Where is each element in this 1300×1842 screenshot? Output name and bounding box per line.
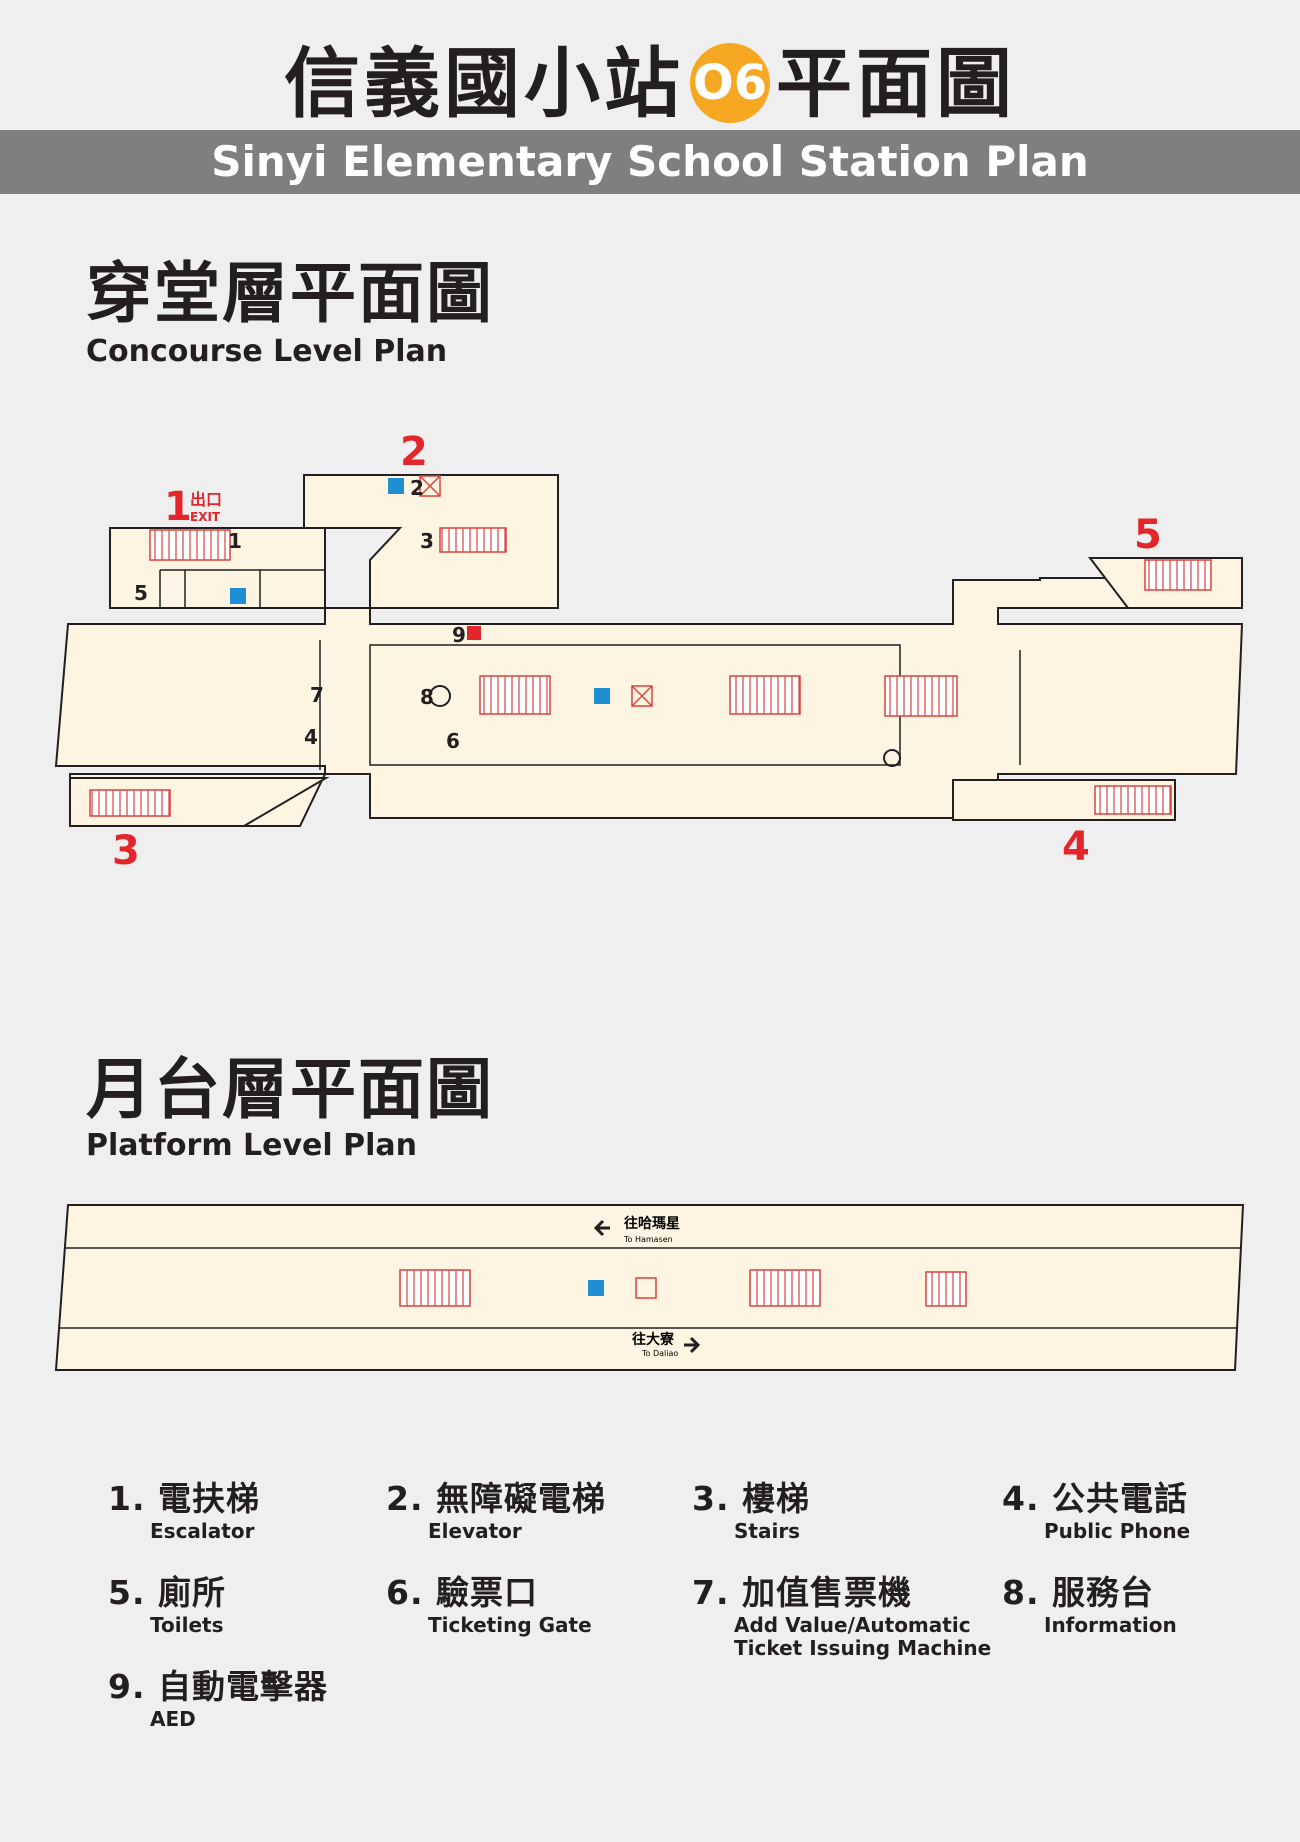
legend-ticket-machine: 7. 加值售票機 Add Value/Automatic Ticket Issu… — [692, 1573, 992, 1660]
exit-2-number: 2 — [400, 429, 428, 475]
concourse-title-en: Concourse Level Plan — [86, 334, 448, 369]
platform-map: 往哈瑪星 To Hamasen 往大寮 To Daliao — [54, 1204, 1245, 1371]
marker: 2 — [410, 476, 424, 500]
exit-word-cn: 出口 — [190, 490, 222, 509]
station-code-badge: O6 — [690, 43, 770, 123]
legend-ticketing-gate: 6. 驗票口 Ticketing Gate — [386, 1573, 592, 1637]
legend-public-phone: 4. 公共電話 Public Phone — [1002, 1479, 1191, 1543]
exit-1-number: 1 — [164, 484, 192, 530]
toilet-icon — [230, 588, 246, 604]
page-subtitle: Sinyi Elementary School Station Plan — [0, 130, 1300, 194]
concourse-title-cn: 穿堂層平面圖 — [86, 255, 494, 332]
exit-5-number: 5 — [1134, 512, 1162, 558]
platform-title-cn: 月台層平面圖 — [86, 1051, 494, 1128]
marker: 8 — [420, 685, 434, 709]
arrow-left-icon — [593, 1219, 610, 1237]
exit-word-en: EXIT — [190, 510, 221, 524]
elevator-icon — [594, 688, 610, 704]
marker: 6 — [446, 729, 460, 753]
platform-title-en: Platform Level Plan — [86, 1128, 417, 1163]
arrow-right-icon — [684, 1336, 701, 1354]
elevator-icon — [388, 478, 404, 494]
exit-4-number: 4 — [1062, 824, 1090, 870]
aed-icon — [467, 626, 481, 640]
legend-toilets: 5. 廁所 Toilets — [108, 1573, 226, 1637]
info-icon — [429, 685, 451, 707]
marker: 5 — [134, 581, 148, 605]
direction-top-cn: 往哈瑪星 — [624, 1215, 680, 1232]
title-suffix: 平面圖 — [776, 39, 1016, 128]
elevator-icon — [588, 1280, 604, 1296]
legend-elevator: 2. 無障礙電梯 Elevator — [386, 1479, 606, 1543]
legend-escalator: 1. 電扶梯 Escalator — [108, 1479, 260, 1543]
legend-information: 8. 服務台 Information — [1002, 1573, 1177, 1637]
direction-bottom-en: To Daliao — [641, 1349, 678, 1358]
title-prefix: 信義國小站 — [284, 39, 684, 128]
info-icon — [883, 749, 901, 767]
direction-top-en: To Hamasen — [623, 1235, 673, 1244]
marker: 3 — [420, 529, 434, 553]
legend-aed: 9. 自動電擊器 AED — [108, 1667, 328, 1731]
marker: 7 — [310, 683, 324, 707]
legend-stairs: 3. 樓梯 Stairs — [692, 1479, 810, 1543]
exit-3-number: 3 — [112, 828, 140, 874]
marker: 1 — [228, 529, 242, 553]
marker: 9 — [452, 623, 466, 647]
direction-bottom-cn: 往大寮 — [632, 1331, 675, 1348]
marker: 4 — [304, 725, 318, 749]
concourse-map: 1 2 3 5 7 4 9 8 6 1 2 3 4 5 出口 EXIT — [54, 429, 1244, 874]
exit2-wing — [303, 474, 559, 609]
